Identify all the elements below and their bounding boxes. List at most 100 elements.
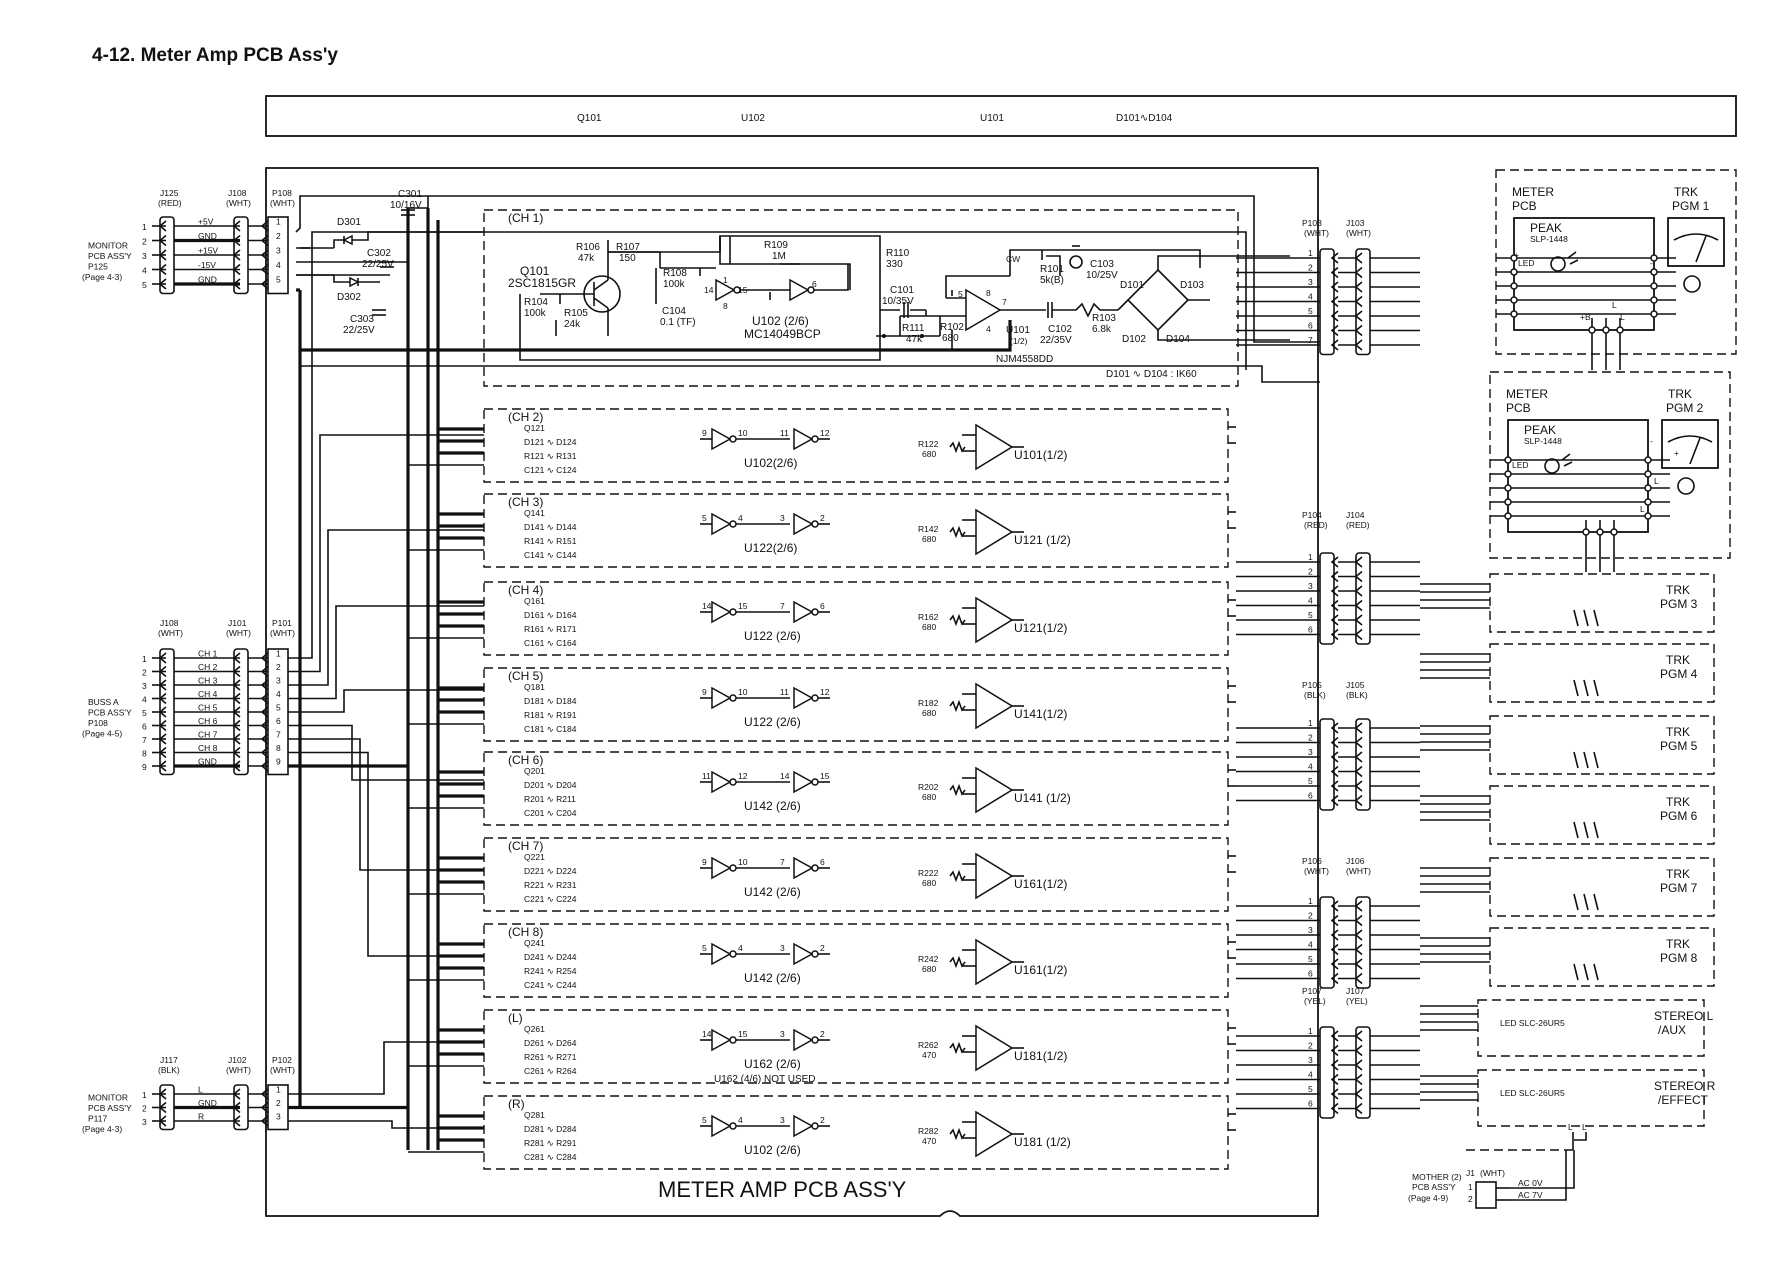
c104-label: C104	[662, 306, 686, 317]
power-rails	[295, 195, 1320, 1150]
pin-label: GND	[198, 757, 217, 767]
connector-pin: 2	[1308, 567, 1313, 577]
trk-pgm-label: PGM 5	[1660, 739, 1698, 753]
stereo-name-2: /AUX	[1658, 1023, 1686, 1037]
c103-value: 10/25V	[1086, 270, 1118, 281]
connector-p-color: (WHT)	[1304, 228, 1329, 238]
inv-pin-out: 4	[738, 943, 743, 953]
pin-label: GND	[198, 1098, 217, 1108]
inv-pin-in2: 3	[780, 513, 785, 523]
pin-label: GND	[198, 275, 217, 285]
r110-value: 330	[886, 259, 903, 270]
c301-label: C301	[398, 189, 422, 200]
inv-pin-out2: 2	[820, 943, 825, 953]
meter-mark: +B	[1580, 312, 1591, 322]
header-p: P108	[272, 188, 292, 198]
feedback-resistor-value: 680	[922, 622, 936, 632]
feedback-resistor: R262	[918, 1040, 939, 1050]
pin-number-p: 6	[276, 716, 281, 726]
channel-label: (L)	[508, 1011, 523, 1025]
pin-number-p: 2	[276, 662, 281, 672]
ch1-pin-6: 6	[812, 279, 817, 289]
c301-value: 10/16V	[390, 200, 422, 211]
inv-pin-in2: 3	[780, 1029, 785, 1039]
channel-part: Q161	[524, 596, 545, 606]
pin-number: 3	[142, 251, 147, 261]
inv-pin-in2: 3	[780, 1115, 785, 1125]
top-bar-q101: Q101	[577, 113, 602, 124]
r103-value: 6.8k	[1092, 324, 1112, 335]
top-bar-d101-d104: D101∿D104	[1116, 113, 1173, 124]
connector-pin: 3	[1308, 747, 1313, 757]
connector-pin: 2	[1308, 911, 1313, 921]
connector-pin: 2	[1308, 733, 1313, 743]
mother-label-3: (Page 4-9)	[1408, 1193, 1448, 1203]
led-label: LED	[1518, 258, 1535, 268]
pin-label: GND	[198, 231, 217, 241]
connector-pin: 4	[1308, 1070, 1313, 1080]
trk-pgm-label: PGM 4	[1660, 667, 1698, 681]
channel-part: R161 ∿ R171	[524, 624, 577, 634]
header-j-a: J117	[160, 1055, 178, 1065]
inv-pin-out2: 12	[820, 428, 830, 438]
pin-number: 4	[142, 695, 147, 705]
pin-label: +15V	[198, 246, 218, 256]
trk-label: TRK	[1668, 387, 1692, 401]
pin-number: 2	[142, 1104, 147, 1114]
r102-label: R102	[940, 322, 964, 333]
j1-header: J1	[1466, 1168, 1475, 1178]
board-outline	[265, 167, 1319, 1217]
connector-j-color: (WHT)	[1346, 228, 1371, 238]
pin-label: +5V	[198, 217, 214, 227]
connector-pin: 1	[1308, 1026, 1313, 1036]
connector-j: J103	[1346, 218, 1365, 228]
r102-value: 680	[942, 333, 959, 344]
channel-part: R281 ∿ R291	[524, 1138, 577, 1148]
connector-pin: 5	[1308, 610, 1313, 620]
channel-label: (CH 2)	[508, 410, 543, 424]
ch1-pin-15: 15	[738, 285, 748, 295]
trk-pgm-label: PGM 6	[1660, 809, 1698, 823]
trk-label: TRK	[1666, 937, 1690, 951]
channel-part: C141 ∿ C144	[524, 550, 577, 560]
ch1-pin-5: 5	[958, 289, 963, 299]
source-label: (Page 4-3)	[82, 1124, 122, 1134]
d301-label: D301	[337, 217, 361, 228]
pin-number-p: 8	[276, 743, 281, 753]
channel-part: C121 ∿ C124	[524, 465, 577, 475]
inv-pin-out2: 15	[820, 771, 830, 781]
pin-number: 6	[142, 722, 147, 732]
j1-color: (WHT)	[1480, 1168, 1505, 1178]
channel-part: Q201	[524, 766, 545, 776]
peak-label: PEAK	[1530, 221, 1562, 235]
mother-connector: J1 (WHT) AC 0V AC 7V 1 2 MOTHER (2) PCB …	[1408, 1122, 1587, 1209]
header-p: P102	[272, 1055, 292, 1065]
ch1-label: (CH 1)	[508, 211, 543, 225]
ch1-pin-7: 7	[1002, 297, 1007, 307]
ch1-inverter-part: MC14049BCP	[744, 327, 821, 341]
channel-part: D201 ∿ D204	[524, 780, 577, 790]
channel-label: (CH 7)	[508, 839, 543, 853]
inv-pin-in: 14	[702, 601, 712, 611]
ch1-pin-4: 4	[986, 324, 991, 334]
c102-label: C102	[1048, 324, 1072, 335]
inv-pin-in2: 14	[780, 771, 790, 781]
channel-part: R241 ∿ R254	[524, 966, 577, 976]
channel-part: D261 ∿ D264	[524, 1038, 577, 1048]
pin-number-p: 2	[276, 1098, 281, 1108]
meter-mark: L	[1612, 300, 1617, 310]
connector-j: J104	[1346, 510, 1365, 520]
u101-part: NJM4558DD	[996, 354, 1053, 365]
trk-pgm-label: PGM 7	[1660, 881, 1698, 895]
r101-value: 5k(B)	[1040, 275, 1064, 286]
pin-number-p: 2	[276, 231, 281, 241]
r110-label: R110	[886, 248, 910, 259]
ch1-pin-1: 1	[723, 275, 728, 285]
inv-pin-in: 9	[702, 428, 707, 438]
